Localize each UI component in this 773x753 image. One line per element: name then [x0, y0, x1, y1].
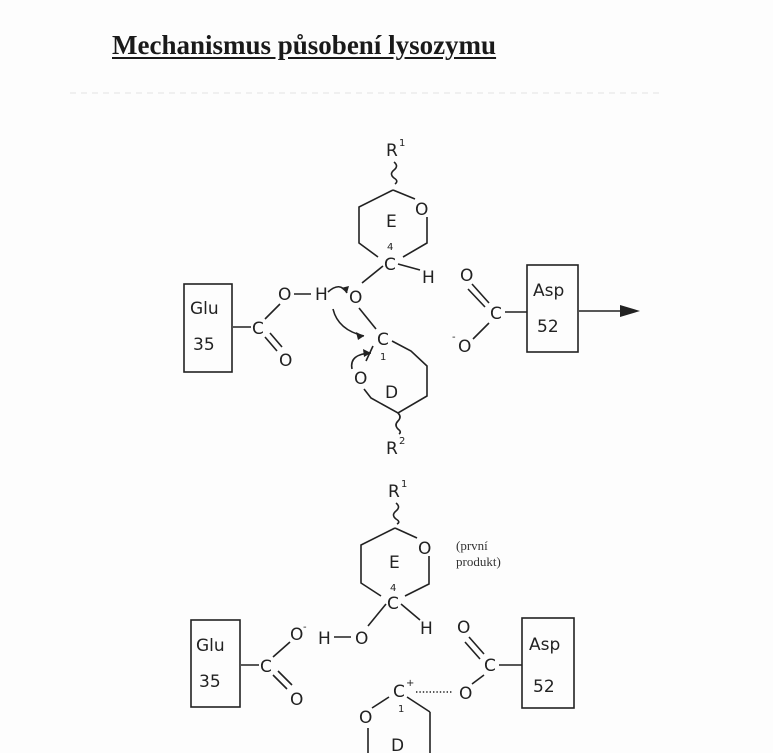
p-asp-double-bond — [464, 636, 485, 660]
asp-double-bond — [467, 283, 490, 308]
glu-carbon: C — [252, 319, 264, 339]
p-cation-number: 1 — [398, 704, 404, 715]
p-glu-o-bottom: O — [290, 690, 303, 710]
p-c4-hydrogen: H — [420, 619, 433, 639]
asp-o-bottom: O — [458, 337, 471, 357]
c4-o-bond — [361, 265, 384, 284]
p-asp-c-o-bond — [471, 674, 485, 685]
asp-o-top: O — [460, 266, 473, 286]
ring-e-bonds-right — [402, 217, 428, 258]
p-asp-o-top: O — [457, 618, 470, 638]
r2-label: R — [386, 439, 398, 459]
ring-e-bond-top — [392, 189, 416, 200]
arrowhead-icon — [363, 349, 371, 357]
p-glu-double-bond — [272, 670, 293, 690]
asp52-box — [526, 264, 579, 353]
p-glu-charge: - — [303, 622, 307, 633]
asp-label: Asp — [533, 281, 564, 301]
p-ring-d-bond-right — [406, 696, 431, 713]
r1-label: R — [386, 141, 398, 161]
p-ring-e-label: E — [389, 553, 400, 573]
p-glu-c-o-top-bond — [272, 641, 291, 658]
p-r1-label: R — [388, 482, 400, 502]
first-product-note-line1: (první — [456, 538, 488, 553]
ring-d-bonds — [363, 340, 428, 414]
glu-o-top: O — [278, 285, 291, 305]
p-ring-d-label: D — [391, 736, 404, 753]
arrowhead-icon — [341, 286, 349, 293]
figure-title: Mechanismus působení lysozymu — [112, 30, 497, 60]
r2-superscript: 2 — [399, 436, 405, 447]
p-glu-carbon: C — [260, 657, 272, 677]
glu-o-bottom: O — [279, 351, 292, 371]
glu-c-o-top-bond — [264, 303, 281, 320]
p-c4-o-bond — [367, 603, 387, 627]
asp-charge: - — [452, 332, 456, 343]
c1-carbon: C — [377, 330, 389, 350]
p-ring-e-bonds-right — [404, 556, 430, 597]
p-glu35-box — [190, 619, 241, 708]
p-c4-carbon: C — [387, 594, 399, 614]
p-cation-plus: + — [406, 678, 414, 689]
ring-e-oxygen: O — [415, 200, 428, 220]
p-ring-e-bond-top — [394, 527, 418, 539]
ring-d-label: D — [385, 383, 398, 403]
ring-e-label: E — [386, 212, 397, 232]
p-asp-o: O — [459, 684, 472, 704]
ring-e-bonds-left — [358, 189, 394, 258]
glu-proton: H — [315, 285, 328, 305]
r1-superscript: 1 — [399, 138, 405, 149]
p-glu-o-top: O — [290, 625, 303, 645]
c1-number: 1 — [380, 352, 386, 363]
c4-number: 4 — [387, 242, 393, 253]
wavy-bond-r2 — [395, 412, 402, 435]
product-stage: R 1 O E 4 C (první produkt) H O H Glu 35 — [190, 479, 575, 753]
asp-c-o-bond — [472, 322, 490, 340]
glu-double-bond — [264, 332, 283, 352]
p-c4-number: 4 — [390, 583, 396, 594]
first-product-note-line2: produkt) — [456, 554, 501, 569]
p-asp52-box — [521, 617, 575, 709]
c4-hydrogen: H — [422, 268, 435, 288]
p-glu-label: Glu — [196, 636, 225, 656]
p-hydroxyl-oxygen: O — [355, 629, 368, 649]
p-cation-carbon: C — [393, 682, 405, 702]
p-ring-e-bonds-left — [360, 527, 396, 597]
c4-carbon: C — [384, 255, 396, 275]
reactant-stage: R 1 O E 4 C H O Glu 35 C O — [183, 138, 640, 459]
asp-number: 52 — [537, 317, 559, 337]
o-c1-bond — [358, 307, 377, 330]
glycosidic-oxygen: O — [349, 288, 362, 308]
c4-h-bond — [397, 263, 421, 271]
glu-number: 35 — [193, 335, 215, 355]
glu35-box — [183, 283, 233, 373]
p-ring-d-oxygen: O — [359, 708, 372, 728]
reaction-arrowhead-icon — [620, 305, 640, 317]
p-wavy-bond-r1 — [392, 502, 400, 525]
p-asp-carbon: C — [484, 656, 496, 676]
p-ring-d-bond-left — [371, 696, 390, 709]
p-asp-number: 52 — [533, 677, 555, 697]
ring-d-oxygen: O — [354, 369, 367, 389]
arrowhead-icon — [356, 332, 364, 340]
bond-cleavage-arrow — [332, 308, 365, 337]
p-ring-e-oxygen: O — [418, 539, 431, 559]
p-glu-number: 35 — [199, 672, 221, 692]
p-r1-superscript: 1 — [401, 479, 407, 490]
p-c4-h-bond — [400, 603, 421, 621]
wavy-bond-r1 — [390, 161, 398, 185]
asp-carbon: C — [490, 304, 502, 324]
p-asp-label: Asp — [529, 635, 560, 655]
p-hydroxyl-hydrogen: H — [318, 629, 331, 649]
glu-label: Glu — [190, 299, 219, 319]
